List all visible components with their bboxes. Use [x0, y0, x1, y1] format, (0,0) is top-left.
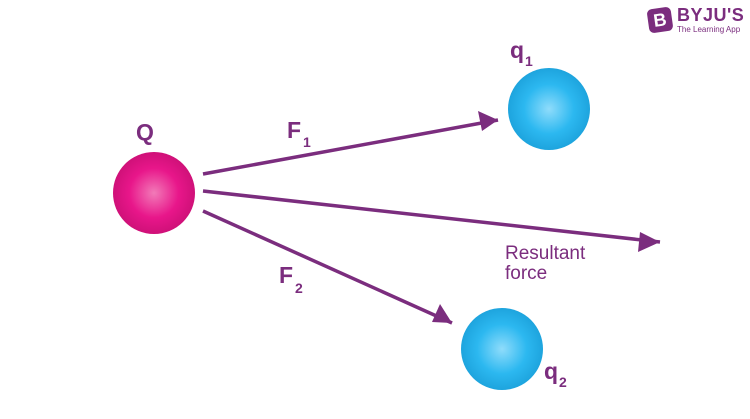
logo-text: BYJU'S The Learning App: [677, 6, 744, 34]
force-f1-arrow: [202, 118, 499, 176]
force-f2-subscript: 2: [295, 280, 303, 296]
charge-q1-sphere: [508, 68, 590, 150]
charge-Q-label: Q: [136, 119, 154, 145]
charge-q2-subscript: 2: [559, 374, 567, 390]
logo-tagline: The Learning App: [677, 25, 741, 34]
charge-q1-subscript: 1: [525, 53, 533, 69]
byjus-logo: B BYJU'S The Learning App: [646, 4, 744, 36]
charge-Q-sphere: [113, 152, 195, 234]
force-f1-label: F: [287, 117, 301, 143]
force-f2-arrow: [202, 209, 453, 325]
resultant-force-arrow: [202, 189, 661, 244]
force-f1-arrowhead: [478, 111, 498, 131]
resultant-force-label-line2: force: [505, 263, 547, 284]
logo-name: BYJU'S: [677, 5, 745, 25]
charge-q2-label: q: [544, 358, 558, 384]
force-f1-subscript: 1: [303, 134, 311, 150]
force-f2-label: F: [279, 262, 293, 288]
logo-badge: B: [646, 6, 674, 34]
resultant-force-arrowhead: [638, 232, 660, 252]
charge-q1-label: q: [510, 37, 524, 63]
force-f2-arrowhead: [432, 304, 452, 323]
charge-q2-sphere: [461, 308, 543, 390]
resultant-force-label-line1: Resultant: [505, 243, 586, 264]
